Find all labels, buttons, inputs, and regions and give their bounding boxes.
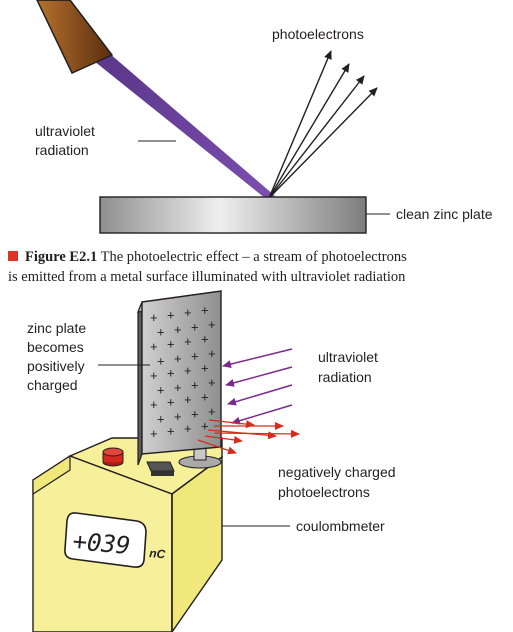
uv2-label-line2: radiation [318, 369, 372, 385]
caption-figure-ref: Figure E2.1 [25, 249, 97, 265]
plus-sign: + [174, 351, 182, 366]
plus-sign: + [150, 310, 158, 325]
positive-charges: ++++++++++++++++++++++++++++++++++++ [150, 303, 216, 442]
plus-sign: + [191, 320, 199, 335]
caption-square [8, 251, 18, 261]
uv-lamp [36, 0, 114, 74]
plus-sign: + [167, 424, 175, 439]
electrons-label-line2: photoelectrons [278, 484, 370, 500]
caption-line-1: Figure E2.1 The photoelectric effect – a… [25, 249, 407, 265]
terminal-block-front [151, 471, 174, 476]
plus-sign: + [184, 392, 192, 407]
plus-sign: + [157, 383, 165, 398]
plus-sign: + [167, 337, 175, 352]
plus-sign: + [174, 380, 182, 395]
coulombmeter: +039 nC [32, 437, 223, 632]
uv-label-line2: radiation [35, 142, 89, 158]
plus-sign: + [174, 322, 182, 337]
figure-1: photoelectrons ultraviolet radiation cle… [8, 0, 493, 285]
clean-zinc-plate [99, 196, 367, 234]
plus-sign: + [208, 346, 216, 361]
plus-sign: + [174, 409, 182, 424]
plus-sign: + [167, 308, 175, 323]
photoelectron-arrows [268, 50, 378, 199]
uv-arrows [222, 348, 293, 425]
negative-photoelectron-arrows [197, 419, 300, 455]
plus-sign: + [157, 325, 165, 340]
plus-sign: + [157, 354, 165, 369]
plus-sign: + [191, 407, 199, 422]
plus-sign: + [184, 421, 192, 436]
red-button[interactable] [102, 447, 124, 467]
plus-sign: + [201, 361, 209, 376]
plus-sign: + [167, 366, 175, 381]
plus-sign: + [201, 419, 209, 434]
plus-sign: + [201, 303, 209, 318]
lcd-unit: nC [149, 546, 166, 561]
plus-sign: + [150, 397, 158, 412]
plus-sign: + [208, 404, 216, 419]
meter-left-bevel [32, 454, 71, 496]
terminal-block [146, 461, 175, 472]
lcd-reading: +039 [71, 527, 131, 560]
zinc-plate-label-line2: becomes [27, 339, 84, 355]
uv2-label-line1: ultraviolet [318, 349, 378, 365]
plus-sign: + [208, 375, 216, 390]
plus-sign: + [184, 363, 192, 378]
plus-sign: + [201, 390, 209, 405]
plus-sign: + [191, 378, 199, 393]
uv-label-line1: ultraviolet [35, 123, 95, 139]
plus-sign: + [167, 395, 175, 410]
plus-sign: + [150, 368, 158, 383]
caption-text-1: The photoelectric effect – a stream of p… [97, 249, 407, 265]
plate-label: clean zinc plate [396, 206, 493, 222]
zinc-plate-label-line3: positively [27, 358, 85, 374]
uv-beam [84, 47, 275, 198]
zinc-plate-label-line4: charged [27, 377, 78, 393]
photoelectrons-label: photoelectrons [272, 26, 364, 42]
plus-sign: + [191, 349, 199, 364]
charged-zinc-plate: ++++++++++++++++++++++++++++++++++++ [137, 290, 222, 466]
electrons-label-line1: negatively charged [278, 464, 396, 480]
zinc-plate-label-line1: zinc plate [27, 320, 86, 336]
plus-sign: + [184, 334, 192, 349]
plus-sign: + [208, 317, 216, 332]
caption-line-2: is emitted from a metal surface illumina… [8, 269, 406, 285]
lcd-display: +039 [64, 512, 147, 568]
coulombmeter-label: coulombmeter [296, 518, 385, 534]
plus-sign: + [184, 305, 192, 320]
plus-sign: + [150, 426, 158, 441]
figure-2: +039 nC ++++++++++++++++++++++++++++++++… [27, 290, 396, 632]
plus-sign: + [201, 332, 209, 347]
plus-sign: + [150, 339, 158, 354]
zinc-plate-face [141, 290, 222, 455]
plus-sign: + [157, 412, 165, 427]
